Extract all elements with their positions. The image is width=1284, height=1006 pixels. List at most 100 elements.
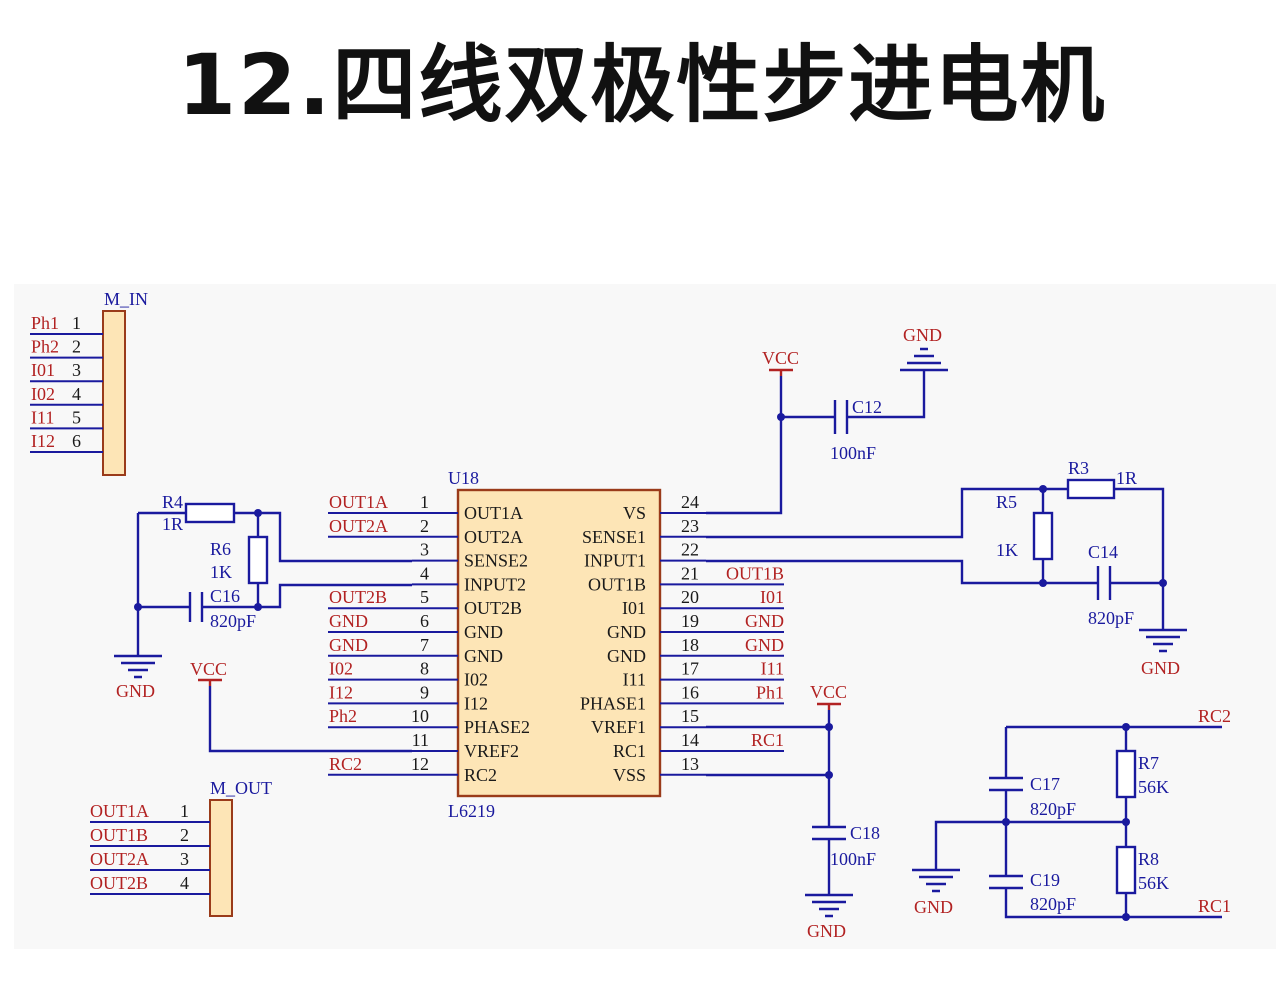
u18-left-pin-name: VREF2 [464,741,519,761]
r7-ref: R7 [1138,753,1159,773]
u18-right-pin-number: 20 [681,587,699,607]
gnd-label-top: GND [903,325,942,345]
r4-value: 1R [162,514,183,534]
m-out-net-label: OUT1B [90,825,148,845]
u18-right-net-label: Ph1 [756,682,784,702]
u18-right-pin-name: PHASE1 [580,693,646,713]
vcc-label-mid: VCC [810,682,847,702]
vcc-icon [769,368,793,376]
u18-right-net-label: I11 [761,659,784,679]
m-in-pin-number: 6 [72,431,81,451]
c17-ref: C17 [1030,774,1060,794]
u18-right-pin-number: 23 [681,516,699,536]
c16-capacitor [188,592,204,622]
c18-ref: C18 [850,823,880,843]
u18-right-pin-name: RC1 [613,741,646,761]
u18-left-pin-name: OUT2A [464,527,523,547]
gnd-icon [114,650,162,679]
u18-left-pin-name: RC2 [464,765,497,785]
u18-right-pin-name: OUT1B [588,574,646,594]
u18-left-pin-number: 2 [420,516,429,536]
m-in-net-label: I11 [31,407,54,427]
r5-ref: R5 [996,492,1017,512]
u18-right-pin-name: VSS [613,765,646,785]
u18-right-pin-number: 13 [681,754,699,774]
m-in-net-label: Ph2 [31,337,59,357]
gnd-icon [900,347,948,372]
c16-ref: C16 [210,586,240,606]
u18-left-pin-number: 10 [411,706,429,726]
u18-left-pin-name: PHASE2 [464,717,530,737]
u18-left-pin-number: 7 [420,635,429,655]
r5-resistor [1032,511,1054,561]
m-in-pin-number: 2 [72,337,81,357]
gnd-icon [805,893,853,918]
vcc-label-top: VCC [762,348,799,368]
u18-left-pin-number: 5 [420,587,429,607]
u18-right-pin-number: 19 [681,611,699,631]
m-in-net-label: Ph1 [31,313,59,333]
gnd-label-rc: GND [914,897,953,917]
gnd-label-right: GND [1141,658,1180,678]
c18-value: 100nF [830,849,876,869]
r8-resistor [1115,845,1137,895]
r6-resistor [247,535,269,585]
r8-value: 56K [1138,873,1169,893]
u18-left-pin-name: INPUT2 [464,574,526,594]
m-out-pin-number: 1 [180,801,189,821]
c19-ref: C19 [1030,870,1060,890]
gnd-icon [912,868,960,893]
c17-value: 820pF [1030,799,1076,819]
u18-right-pin-name: SENSE1 [582,527,646,547]
m-out-pin-number: 3 [180,849,189,869]
u18-right-net-label: RC1 [751,730,784,750]
u18-left-pin-name: OUT2B [464,598,522,618]
rc-network: GND C17 820pF C19 820pF R7 56K R8 56K RC… [912,706,1231,921]
vs-network: VCC GND C12 100nF [706,325,948,515]
u18-left-pin-number: 11 [412,730,429,750]
vcc-icon [817,702,841,710]
u18-left-pin-name: OUT1A [464,503,523,523]
u18-left-net-label: OUT1A [329,492,388,512]
r4-ref: R4 [162,492,183,512]
u18-right-pin-name: I01 [622,598,646,618]
r6-value: 1K [210,562,232,582]
m-out-designator: M_OUT [210,778,272,798]
c14-capacitor [1096,566,1112,600]
u18-right-pin-number: 15 [681,706,699,726]
u18-right-pin-number: 22 [681,540,699,560]
u18-right-pin-number: 24 [681,492,699,512]
u18-left-net-label: I12 [329,682,353,702]
u18-right-pin-name: GND [607,622,646,642]
m-in-pin-number: 3 [72,360,81,380]
u18-left-pin-number: 8 [420,659,429,679]
vref2-net: VCC [190,659,412,753]
u18-left-pin-number: 12 [411,754,429,774]
u18-left-pin-number: 4 [420,563,429,583]
u18-left-pin-name: I12 [464,693,488,713]
sense1-network: R3 1R R5 1K C14 820pF GND [706,458,1187,678]
u18-right-pin-name: INPUT1 [584,551,646,571]
u18-part: L6219 [448,801,495,821]
m-out-net-label: OUT1A [90,801,149,821]
u18-left-net-label: Ph2 [329,706,357,726]
